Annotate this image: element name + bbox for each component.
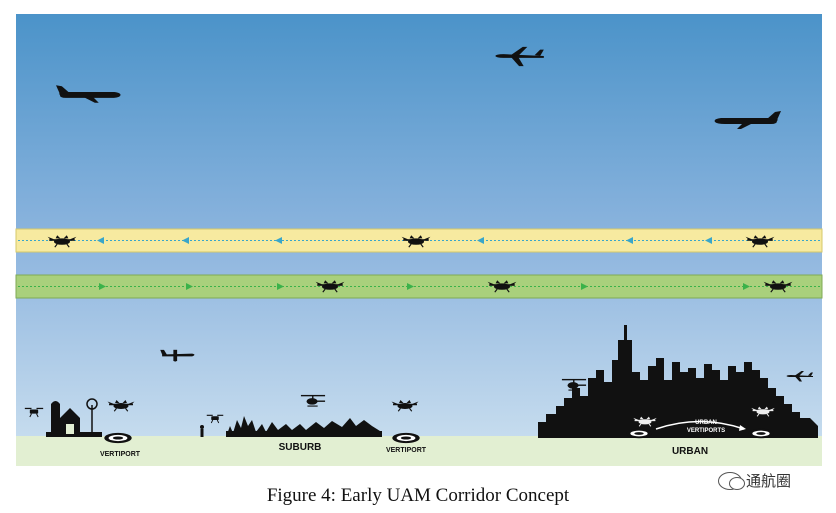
watermark: 通航圈 — [718, 470, 791, 491]
vertiport-pad-icon — [104, 432, 132, 444]
westbound-arrow-icon — [477, 237, 484, 244]
westbound-arrow-icon — [182, 237, 189, 244]
watermark-text: 通航圈 — [746, 472, 792, 490]
westbound-corridor — [15, 228, 823, 253]
eastbound-arrow-icon — [277, 283, 284, 290]
urban-vertiports-label-line2: VERTIPORTS — [687, 428, 725, 434]
uam-corridor-diagram: VERTIPORT SUBURB VERTIPORT URBAN VERTIPO… — [15, 14, 823, 466]
vertiport-label-suburb: VERTIPORT — [386, 447, 427, 454]
westbound-arrow-icon — [97, 237, 104, 244]
westbound-arrow-icon — [705, 237, 712, 244]
eastbound-arrow-icon — [581, 283, 588, 290]
suburb-silhouette — [226, 416, 382, 437]
chat-bubble-icon — [718, 471, 745, 490]
sky — [16, 14, 822, 439]
eastbound-arrow-icon — [407, 283, 414, 290]
city-skyline — [538, 325, 818, 438]
vertiport-pad-icon — [626, 428, 652, 439]
eastbound-arrow-icon — [186, 283, 193, 290]
urban-vertiports — [626, 406, 776, 439]
urban-label: URBAN — [672, 446, 708, 457]
urban-vertiports-label-line1: URBAN — [695, 420, 717, 426]
vertiport-label-rural: VERTIPORT — [100, 451, 141, 458]
vertiport-pad-icon — [392, 432, 420, 444]
eastbound-arrow-icon — [743, 283, 750, 290]
ground — [16, 436, 822, 466]
eastbound-corridor — [15, 274, 823, 299]
figure-caption: Figure 4: Early UAM Corridor Concept — [266, 485, 570, 506]
suburb-label: SUBURB — [279, 442, 322, 453]
vertiport-pad-icon — [748, 428, 774, 439]
farm-silhouette — [46, 398, 102, 437]
eastbound-arrow-icon — [99, 283, 106, 290]
westbound-arrow-icon — [275, 237, 282, 244]
westbound-arrow-icon — [626, 237, 633, 244]
person-silhouette — [200, 425, 204, 437]
